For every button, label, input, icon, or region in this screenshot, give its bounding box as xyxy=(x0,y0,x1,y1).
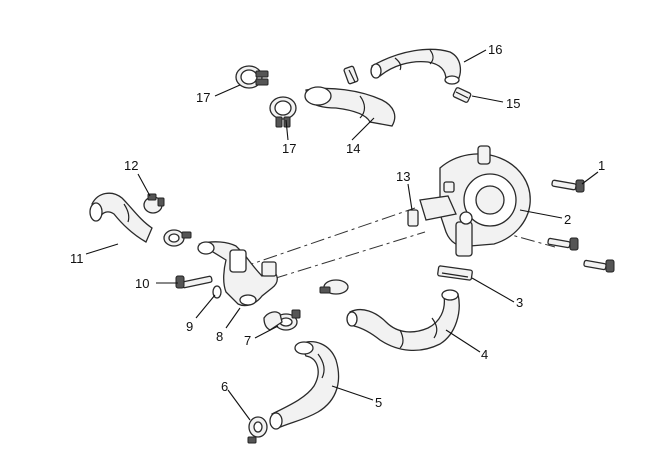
callout-1: 1 xyxy=(598,158,605,173)
part-2-water-pump xyxy=(419,145,531,257)
callout-15: 15 xyxy=(506,96,520,111)
part-6-clamp xyxy=(247,416,268,444)
callout-6: 6 xyxy=(221,379,228,394)
part-1-bolt-a xyxy=(551,179,585,193)
part-1-bolt-c xyxy=(583,259,615,273)
part-1-bolt-b xyxy=(547,237,579,251)
clamp-upper-small xyxy=(343,65,359,85)
part-5-hose xyxy=(269,341,340,430)
clamp-mid-left xyxy=(163,229,192,247)
part-11-hose xyxy=(89,192,153,243)
part-16-hose xyxy=(370,48,462,85)
callout-12: 12 xyxy=(124,158,138,173)
callout-8: 8 xyxy=(216,329,223,344)
callout-17a: 17 xyxy=(196,90,210,105)
callout-14: 14 xyxy=(346,141,360,156)
clamp-center xyxy=(319,279,349,295)
callout-5: 5 xyxy=(375,395,382,410)
pipe-stub xyxy=(263,311,283,331)
callout-13: 13 xyxy=(396,169,410,184)
part-17-clamp-a xyxy=(235,65,269,89)
part-12-clamp xyxy=(143,193,165,214)
callout-7: 7 xyxy=(244,333,251,348)
callout-labels: 16 15 17 17 14 12 11 10 9 8 7 6 5 4 3 2 … xyxy=(70,42,605,410)
part-3-gasket xyxy=(437,265,473,281)
callout-4: 4 xyxy=(481,347,488,362)
callout-11: 11 xyxy=(70,251,84,266)
part-15-clamp xyxy=(452,87,472,103)
callout-2: 2 xyxy=(564,212,571,227)
part-13-gasket xyxy=(407,209,419,227)
callout-16: 16 xyxy=(488,42,502,57)
callout-9: 9 xyxy=(186,319,193,334)
leader-lines xyxy=(85,49,599,421)
part-4-hose xyxy=(346,289,460,352)
callout-10: 10 xyxy=(135,276,149,291)
part-10-bolt xyxy=(175,275,213,289)
part-14-hose xyxy=(304,86,396,127)
part-17-clamp-b xyxy=(269,96,297,128)
callout-17b: 17 xyxy=(282,141,296,156)
part-8-thermostat-housing xyxy=(197,241,278,307)
callout-3: 3 xyxy=(516,295,523,310)
